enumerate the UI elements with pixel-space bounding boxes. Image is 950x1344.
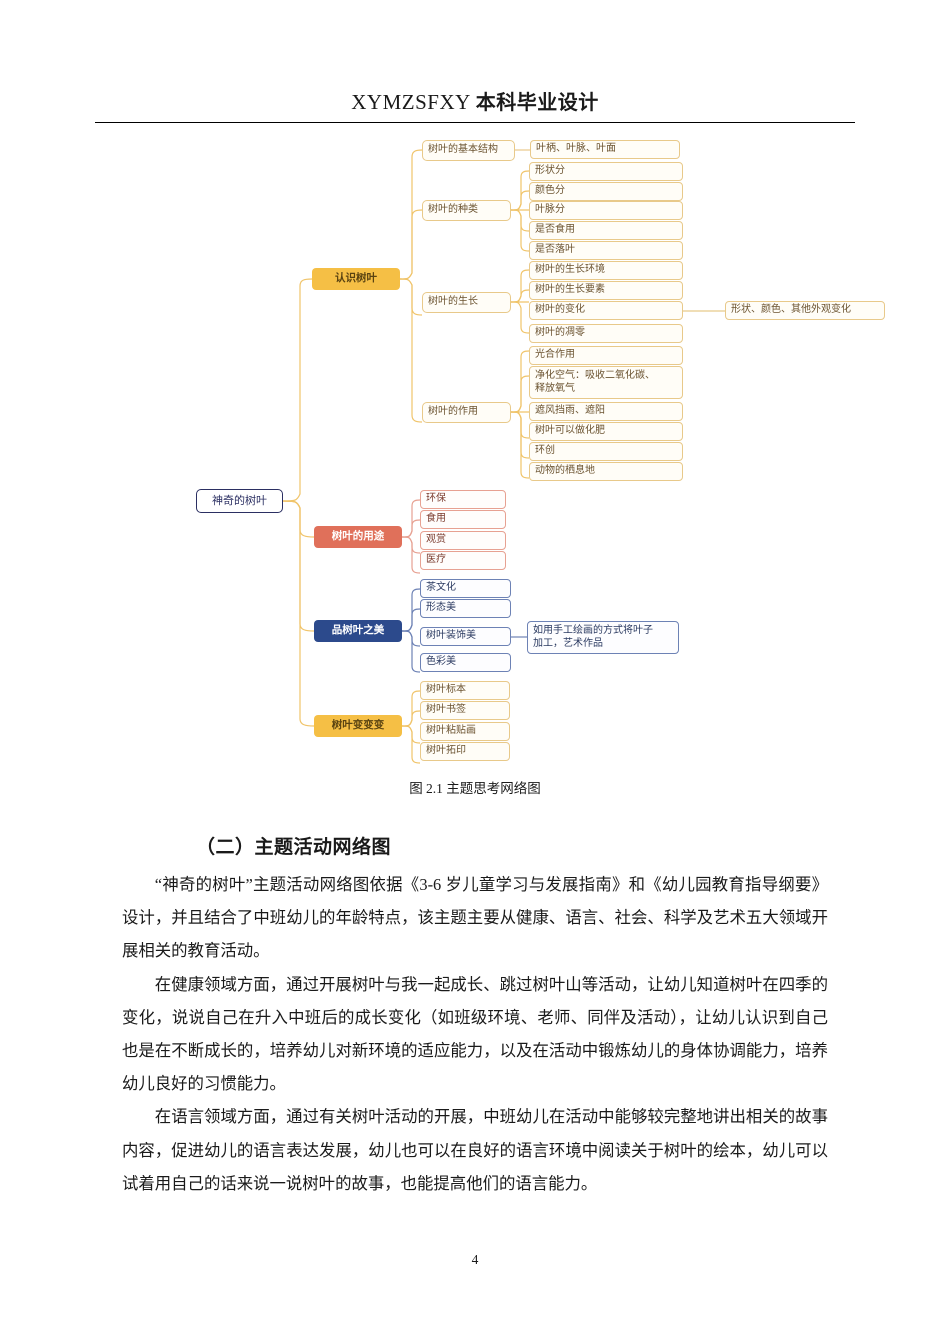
header-title-cn: 本科毕业设计: [475, 90, 599, 114]
mindmap-leaf-shelter[interactable]: 遮风挡雨、遮阳: [529, 402, 683, 421]
mindmap-leaf-withering[interactable]: 树叶的凋零: [529, 324, 683, 343]
mindmap-leaf-bookmark[interactable]: 树叶书签: [420, 701, 510, 720]
mindmap-leaf-form-beauty[interactable]: 形态美: [420, 599, 511, 618]
mindmap-leaf-air-purification[interactable]: 净化空气：吸收二氧化碳、 释放氧气: [529, 366, 683, 399]
mindmap-leaf-by-vein[interactable]: 叶脉分: [529, 201, 683, 220]
mindmap-sub-leaf-types[interactable]: 树叶的种类: [422, 200, 511, 221]
mindmap-leaf-color-beauty[interactable]: 色彩美: [420, 653, 511, 672]
paragraph-1: “神奇的树叶”主题活动网络图依据《3-6 岁儿童学习与发展指南》和《幼儿园教育指…: [122, 875, 828, 961]
mindmap-leaf-ornamental[interactable]: 观赏: [420, 531, 506, 550]
mindmap-leaf-petiole-vein-blade[interactable]: 叶柄、叶脉、叶面: [530, 140, 680, 159]
mindmap-sub-leaf-growth[interactable]: 树叶的生长: [422, 292, 511, 313]
page-number: 4: [471, 1252, 479, 1267]
body-text: “神奇的树叶”主题活动网络图依据《3-6 岁儿童学习与发展指南》和《幼儿园教育指…: [122, 868, 828, 1200]
mindmap-leaf-growth-factors[interactable]: 树叶的生长要素: [529, 281, 683, 300]
mindmap-leaf-fertilizer[interactable]: 树叶可以做化肥: [529, 422, 683, 441]
mindmap-branch-beauty[interactable]: 品树叶之美: [314, 620, 402, 642]
mindmap-sub-leaf-function[interactable]: 树叶的作用: [422, 402, 511, 423]
mind-map-figure: 神奇的树叶 认识树叶 树叶的基本结构 叶柄、叶脉、叶面 树叶的种类 形状分 颜色…: [0, 134, 950, 774]
page-header: XYMZSFXY 本科毕业设计: [95, 86, 855, 115]
mindmap-leaf-leaf-changes[interactable]: 树叶的变化: [529, 301, 683, 320]
mindmap-leaf-animal-habitat[interactable]: 动物的栖息地: [529, 462, 683, 481]
mindmap-leaf-collage[interactable]: 树叶粘贴画: [420, 722, 510, 741]
mindmap-leaf-deciduous[interactable]: 是否落叶: [529, 241, 683, 260]
mindmap-leaf-tea-culture[interactable]: 茶文化: [420, 579, 511, 598]
paragraph-3: 在语言领域方面，通过有关树叶活动的开展，中班幼儿在活动中能够较完整地讲出相关的故…: [122, 1107, 828, 1193]
mind-map-connectors: [282, 149, 725, 764]
header-title: XYMZSFXY 本科毕业设计: [95, 86, 855, 115]
mindmap-leaf-decorative-detail[interactable]: 如用手工绘画的方式将叶子 加工，艺术作品: [527, 621, 679, 654]
mindmap-sub-basic-structure[interactable]: 树叶的基本结构: [422, 140, 515, 161]
mindmap-leaf-medical[interactable]: 医疗: [420, 551, 506, 570]
mindmap-leaf-change-detail[interactable]: 形状、颜色、其他外观变化: [725, 301, 885, 320]
header-title-latin: XYMZSFXY: [351, 90, 470, 114]
mindmap-leaf-photosynthesis[interactable]: 光合作用: [529, 346, 683, 365]
mindmap-leaf-edible-use[interactable]: 食用: [420, 510, 506, 529]
mindmap-leaf-specimen[interactable]: 树叶标本: [420, 681, 510, 700]
paragraph-2: 在健康领域方面，通过开展树叶与我一起成长、跳过树叶山等活动，让幼儿知道树叶在四季…: [122, 974, 828, 1094]
section-heading: （二）主题活动网络图: [196, 836, 392, 858]
mindmap-leaf-decorative-beauty[interactable]: 树叶装饰美: [420, 627, 511, 646]
mindmap-leaf-by-shape[interactable]: 形状分: [529, 162, 683, 181]
mindmap-leaf-rubbing[interactable]: 树叶拓印: [420, 742, 510, 761]
mindmap-branch-uses[interactable]: 树叶的用途: [314, 526, 402, 548]
header-divider: [95, 122, 855, 123]
mindmap-leaf-by-color[interactable]: 颜色分: [529, 182, 683, 201]
mindmap-leaf-environment-creation[interactable]: 环创: [529, 442, 683, 461]
mindmap-leaf-edible[interactable]: 是否食用: [529, 221, 683, 240]
mindmap-leaf-eco[interactable]: 环保: [420, 490, 506, 509]
mindmap-branch-recognize[interactable]: 认识树叶: [312, 268, 400, 290]
mindmap-branch-transform[interactable]: 树叶变变变: [314, 715, 402, 737]
mindmap-leaf-growth-environment[interactable]: 树叶的生长环境: [529, 261, 683, 280]
figure-caption: 图 2.1 主题思考网络图: [409, 781, 541, 796]
mindmap-root-node[interactable]: 神奇的树叶: [196, 489, 283, 513]
